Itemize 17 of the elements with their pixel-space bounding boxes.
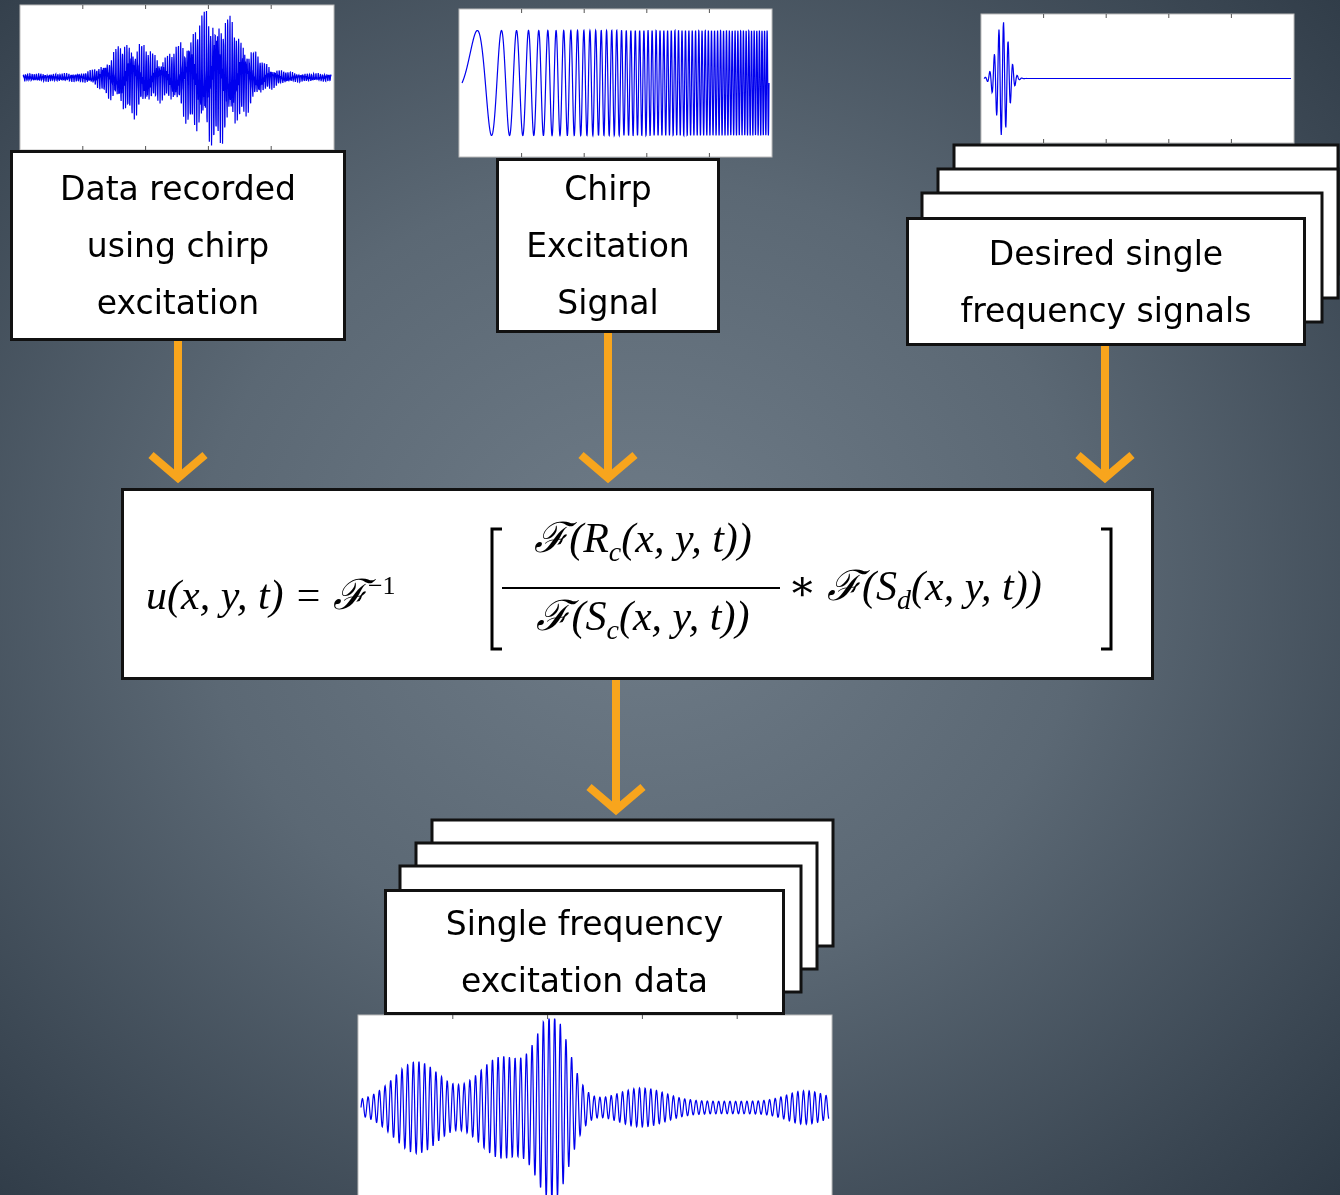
text-box bbox=[384, 889, 785, 1015]
formula-text: ℱ(R$_{c}$(x, y, t)) bbox=[533, 514, 753, 570]
box-label: Data recorded using chirp excitation bbox=[59, 168, 297, 324]
box-label: Chirp Excitation Signal bbox=[525, 168, 691, 324]
formula-text: u(x, y, t) = ℱ$^{−1}$ bbox=[146, 570, 396, 620]
arrow bbox=[1074, 346, 1136, 482]
formula-text: ∗ ℱ(S$_{d}$(x, y, t)) bbox=[788, 562, 1042, 618]
text-box bbox=[906, 217, 1306, 346]
formula-text: ℱ(S$_{c}$(x, y, t)) bbox=[535, 592, 751, 648]
text-box bbox=[496, 158, 720, 333]
arrow bbox=[585, 680, 647, 814]
box-label: Desired single frequency signals bbox=[959, 232, 1253, 332]
formula-box bbox=[121, 488, 1154, 680]
arrow bbox=[577, 333, 639, 482]
text-box bbox=[10, 150, 346, 341]
box-label: Single frequency excitation data bbox=[444, 903, 725, 1002]
arrow bbox=[147, 341, 209, 482]
